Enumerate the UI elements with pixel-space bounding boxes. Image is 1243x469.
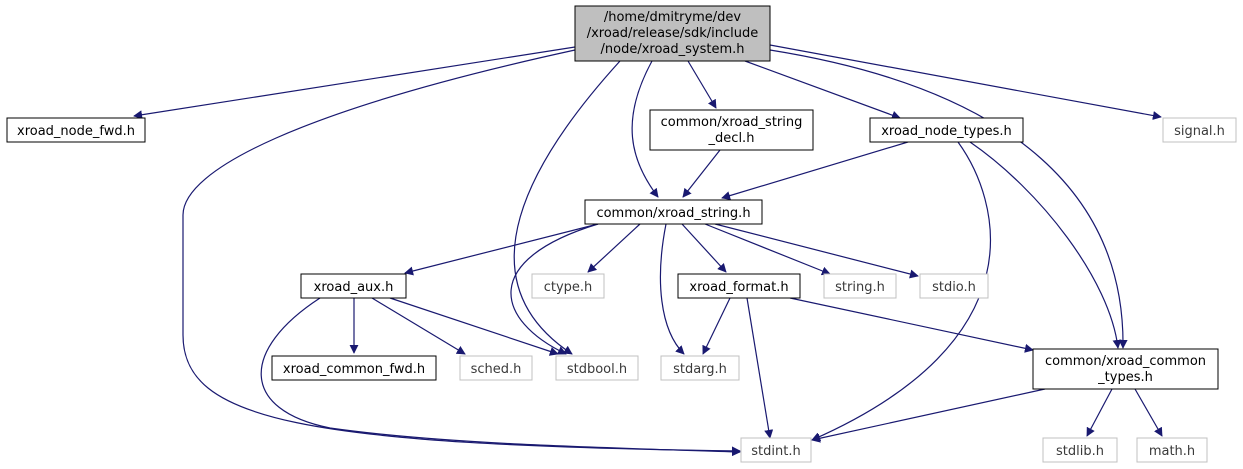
node-xroad-string-decl-h-line-1: common/xroad_string [661, 115, 803, 130]
edge-string-to-stdbool [510, 223, 599, 355]
node-xroad-common-types-h[interactable]: common/xroad_common _types.h [1032, 348, 1219, 390]
edge-string-to-string-h [704, 223, 831, 276]
edge-string-to-format [681, 223, 727, 273]
edge-root-to-string-decl [687, 60, 717, 109]
edge-root-to-signal [769, 44, 1162, 120]
node-stdlib-h[interactable]: stdlib.h [1042, 437, 1118, 463]
node-signal-h-label: signal.h [1174, 124, 1225, 139]
node-xroad-string-h-label: common/xroad_string.h [596, 206, 750, 221]
edge-string-to-stdio [714, 223, 919, 279]
node-xroad-common-fwd-h[interactable]: xroad_common_fwd.h [271, 355, 437, 381]
node-stdbool-h-label: stdbool.h [567, 362, 627, 377]
edge-string-to-ctype [587, 223, 641, 273]
node-xroad-system-h-line-2: /xroad/release/sdk/include [587, 26, 759, 41]
node-math-h-label: math.h [1149, 444, 1195, 459]
node-xroad-common-types-h-line-2: _types.h [1097, 370, 1153, 385]
edge-aux-to-stdbool [389, 297, 559, 356]
node-xroad-format-h[interactable]: xroad_format.h [677, 273, 801, 299]
edge-common-types-to-stdlib [1086, 388, 1113, 437]
edge-string-to-aux [404, 223, 599, 276]
edge-root-to-node-fwd [133, 46, 576, 120]
node-stdio-h[interactable]: stdio.h [919, 273, 989, 299]
node-string-h-label: string.h [835, 280, 885, 295]
node-ctype-h[interactable]: ctype.h [531, 273, 605, 299]
edge-string-decl-to-xroad-string [682, 149, 721, 198]
node-stdbool-h[interactable]: stdbool.h [555, 355, 639, 381]
edge-root-to-stdint [182, 49, 741, 456]
node-stdarg-h-label: stdarg.h [673, 362, 727, 377]
node-ctype-h-label: ctype.h [544, 280, 593, 295]
node-xroad-string-h[interactable]: common/xroad_string.h [584, 199, 763, 225]
node-stdint-h[interactable]: stdint.h [740, 437, 812, 463]
node-xroad-node-types-h-label: xroad_node_types.h [881, 124, 1012, 139]
edge-common-types-to-stdint [811, 388, 1046, 443]
node-xroad-system-h-line-1: /home/dmitryme/dev [604, 10, 742, 25]
node-xroad-node-fwd-h[interactable]: xroad_node_fwd.h [6, 117, 146, 143]
edge-format-to-stdarg [702, 297, 731, 355]
node-xroad-aux-h-label: xroad_aux.h [314, 280, 394, 295]
node-xroad-format-h-label: xroad_format.h [689, 280, 788, 295]
node-stdarg-h[interactable]: stdarg.h [660, 355, 740, 381]
node-xroad-system-h-line-3: /node/xroad_system.h [601, 42, 745, 57]
edges [133, 44, 1163, 457]
edge-node-types-to-xroad-string [721, 141, 909, 200]
edge-root-to-xroad-string [631, 60, 659, 198]
node-xroad-string-decl-h[interactable]: common/xroad_string _decl.h [649, 109, 814, 151]
node-sched-h-label: sched.h [471, 362, 522, 377]
edge-string-to-stdarg [659, 223, 685, 355]
node-xroad-common-fwd-h-label: xroad_common_fwd.h [283, 362, 425, 377]
edge-root-to-node-types [744, 60, 901, 120]
node-xroad-system-h[interactable]: /home/dmitryme/dev /xroad/release/sdk/in… [574, 5, 771, 62]
node-xroad-aux-h[interactable]: xroad_aux.h [300, 273, 407, 299]
node-stdio-h-label: stdio.h [932, 280, 976, 295]
edge-node-types-to-common-types [969, 141, 1122, 349]
nodes: /home/dmitryme/dev /xroad/release/sdk/in… [6, 5, 1237, 463]
edge-format-to-stdint [746, 297, 774, 439]
node-stdint-h-label: stdint.h [751, 444, 800, 459]
node-xroad-node-fwd-h-label: xroad_node_fwd.h [17, 124, 135, 139]
node-string-h[interactable]: string.h [823, 273, 897, 299]
node-math-h[interactable]: math.h [1136, 437, 1208, 463]
edge-aux-to-stdint [260, 297, 741, 457]
node-signal-h[interactable]: signal.h [1162, 117, 1237, 143]
edge-aux-to-sched [371, 297, 466, 355]
edge-root-to-stdbool [513, 60, 621, 355]
node-xroad-common-types-h-line-1: common/xroad_common [1045, 354, 1206, 369]
node-stdlib-h-label: stdlib.h [1056, 444, 1104, 459]
edge-root-to-common-types [769, 49, 1128, 349]
edge-format-to-common-types [789, 297, 1034, 353]
node-xroad-string-decl-h-line-2: _decl.h [708, 131, 755, 146]
node-sched-h[interactable]: sched.h [459, 355, 533, 381]
node-xroad-node-types-h[interactable]: xroad_node_types.h [869, 117, 1024, 143]
edge-common-types-to-math [1134, 388, 1163, 437]
